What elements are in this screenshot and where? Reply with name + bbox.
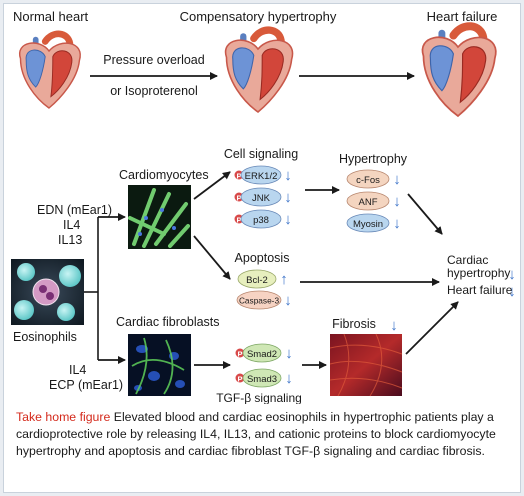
caption-highlight: Take home figure (16, 410, 111, 424)
top-factor-1: EDN (mEar1) (37, 203, 112, 217)
outcome-heart-failure-down-arrow: ↓ (508, 283, 516, 300)
diagram-canvas: Normal heart Compensatory hypertrophy He… (11, 9, 516, 405)
marker-bcl2-label: Bcl-2 (246, 275, 268, 286)
marker-caspase3: Caspase-3 ↓ (236, 290, 292, 310)
marker-myosin-label: Myosin (353, 219, 383, 230)
marker-smad2: P Smad2 ↓ (235, 343, 293, 363)
cell-signaling-title: Cell signaling (224, 147, 298, 161)
outcome-hypertrophy: hypertrophy (447, 266, 510, 280)
marker-smad2-label: Smad2 (247, 349, 277, 360)
signal-erk-down-arrow: ↓ (284, 167, 292, 184)
cardiomyocytes-label: Cardiomyocytes (119, 168, 209, 182)
bottom-factor-2: ECP (mEar1) (49, 378, 123, 392)
arrow-hypertrophy-to-outcome (407, 193, 443, 235)
marker-caspase3-label: Caspase-3 (239, 296, 280, 306)
top-factor-2: IL4 (63, 218, 80, 232)
marker-myosin: Myosin ↓ (346, 213, 401, 233)
stage-normal-label: Normal heart (13, 9, 89, 24)
fibrosis-down-arrow: ↓ (390, 317, 398, 334)
marker-myosin-down-arrow: ↓ (393, 215, 401, 232)
stimulus-line2: or Isoproterenol (110, 84, 198, 98)
cardiac-fibroblasts-image (128, 334, 191, 396)
marker-smad3-down-arrow: ↓ (285, 370, 293, 387)
phospho-mark-smad3: P (237, 375, 242, 384)
normal-heart-image (20, 34, 81, 108)
apoptosis-title: Apoptosis (235, 251, 290, 265)
outcome-hypertrophy-down-arrow: ↓ (508, 266, 516, 283)
cardiac-fibroblasts-label: Cardiac fibroblasts (116, 315, 220, 329)
signal-jnk: P JNK ↓ (234, 187, 292, 207)
failure-heart-image (422, 26, 495, 116)
marker-smad2-down-arrow: ↓ (285, 345, 293, 362)
signal-p38: P p38 ↓ (234, 209, 292, 229)
eosinophils-image (11, 259, 84, 325)
phospho-mark-p38: P (236, 216, 241, 225)
stimulus-line1: Pressure overload (103, 53, 204, 67)
signal-erk-label: ERK1/2 (245, 171, 278, 182)
marker-anf: ANF ↓ (346, 191, 401, 211)
marker-smad3-label: Smad3 (247, 374, 277, 385)
take-home-caption: Take home figure Elevated blood and card… (16, 409, 512, 460)
signal-jnk-down-arrow: ↓ (284, 189, 292, 206)
signal-erk: P ERK1/2 ↓ (234, 165, 292, 185)
outcome-heart-failure: Heart failure (447, 283, 513, 297)
top-factor-3: IL13 (58, 233, 82, 247)
signal-p38-label: p38 (253, 215, 269, 226)
marker-smad3: P Smad3 ↓ (235, 368, 293, 388)
marker-bcl2: Bcl-2 ↑ (237, 269, 288, 289)
marker-anf-down-arrow: ↓ (393, 193, 401, 210)
marker-anf-label: ANF (359, 197, 378, 208)
phospho-mark-smad2: P (237, 350, 242, 359)
fibrosis-image (329, 333, 403, 397)
marker-cfos-label: c-Fos (356, 175, 380, 186)
caption-text: Elevated blood and cardiac eosinophils i… (16, 410, 496, 458)
bottom-factor-1: IL4 (69, 363, 86, 377)
phospho-mark-erk: P (236, 172, 241, 181)
marker-cfos-down-arrow: ↓ (393, 171, 401, 188)
arrow-to-apoptosis (193, 235, 231, 280)
marker-caspase3-down-arrow: ↓ (284, 292, 292, 309)
figure-frame: Normal heart Compensatory hypertrophy He… (3, 3, 521, 493)
arrow-to-cell-signaling (193, 171, 231, 200)
tgf-beta-caption: TGF-β signaling (216, 391, 302, 404)
signal-p38-down-arrow: ↓ (284, 211, 292, 228)
signal-jnk-label: JNK (252, 193, 271, 204)
fibrosis-title: Fibrosis (332, 317, 376, 331)
hypertrophy-title: Hypertrophy (339, 152, 408, 166)
stage-failure-label: Heart failure (427, 9, 498, 24)
eosinophils-label: Eosinophils (13, 330, 77, 344)
marker-cfos: c-Fos ↓ (346, 169, 401, 189)
marker-bcl2-up-arrow: ↑ (280, 271, 288, 288)
compensatory-heart-image (226, 30, 293, 112)
cardiomyocytes-image (128, 185, 191, 249)
eosinophil-bracket (84, 216, 121, 361)
outcome-cardiac: Cardiac (447, 253, 488, 267)
stage-compensatory-label: Compensatory hypertrophy (180, 9, 337, 24)
phospho-mark-jnk: P (236, 194, 241, 203)
arrow-fibrosis-to-outcome (405, 301, 459, 355)
